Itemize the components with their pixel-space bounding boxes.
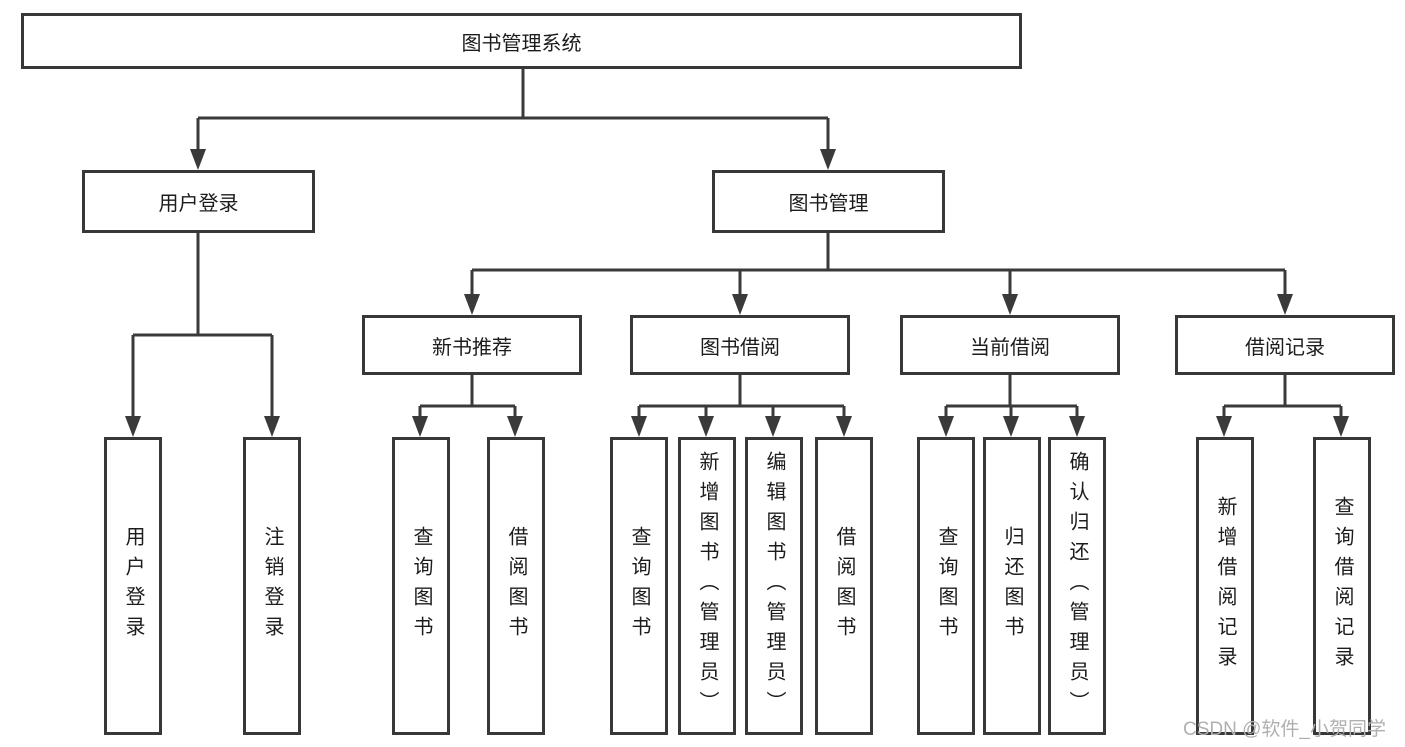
arrowhead-icon bbox=[464, 294, 480, 315]
leaf-add-borrow-record: 新增借阅记录 bbox=[1196, 437, 1254, 735]
node-label: 新增图书（管理员） bbox=[696, 451, 718, 721]
arrowhead-icon bbox=[732, 294, 748, 315]
node-label: 借阅记录 bbox=[1245, 336, 1325, 359]
leaf-borrow-books: 借阅图书 bbox=[487, 437, 545, 735]
node-label: 确认归还（管理员） bbox=[1066, 451, 1088, 721]
arrowhead-icon bbox=[190, 149, 206, 170]
arrowhead-icon bbox=[938, 416, 954, 437]
arrowhead-icon bbox=[125, 416, 141, 437]
node-current-borrowing: 当前借阅 bbox=[900, 315, 1120, 375]
node-new-book-recommend: 新书推荐 bbox=[362, 315, 582, 375]
arrowhead-icon bbox=[631, 416, 647, 437]
leaf-edit-books-admin: 编辑图书（管理员） bbox=[745, 437, 803, 735]
node-label: 查询借阅记录 bbox=[1331, 496, 1353, 676]
arrowhead-icon bbox=[836, 416, 852, 437]
watermark: CSDN @软件_小贺同学 bbox=[1183, 719, 1386, 740]
arrowheads bbox=[125, 149, 1349, 437]
leaf-return-books: 归还图书 bbox=[983, 437, 1041, 735]
node-label: 归还图书 bbox=[1001, 526, 1023, 646]
leaf-borrow-books: 借阅图书 bbox=[815, 437, 873, 735]
node-root: 图书管理系统 bbox=[21, 13, 1022, 69]
node-label: 借阅图书 bbox=[833, 526, 855, 646]
leaf-query-books: 查询图书 bbox=[917, 437, 975, 735]
node-label: 新书推荐 bbox=[432, 336, 512, 359]
leaf-user-login: 用户登录 bbox=[104, 437, 162, 735]
leaf-query-books: 查询图书 bbox=[610, 437, 668, 735]
node-label: 用户登录 bbox=[158, 193, 239, 215]
node-label: 当前借阅 bbox=[970, 336, 1050, 359]
node-borrowing-records: 借阅记录 bbox=[1175, 315, 1395, 375]
arrowhead-icon bbox=[1069, 416, 1085, 437]
node-label: 查询图书 bbox=[935, 526, 957, 646]
node-book-borrowing: 图书借阅 bbox=[630, 315, 850, 375]
arrowhead-icon bbox=[507, 416, 523, 437]
arrowhead-icon bbox=[412, 416, 428, 437]
node-label: 查询图书 bbox=[628, 526, 650, 646]
arrowhead-icon bbox=[765, 416, 781, 437]
arrowhead-icon bbox=[1216, 416, 1232, 437]
node-label: 图书管理系统 bbox=[461, 32, 582, 55]
leaf-query-borrow-record: 查询借阅记录 bbox=[1313, 437, 1371, 735]
arrowhead-icon bbox=[264, 416, 280, 437]
node-label: 用户登录 bbox=[122, 526, 144, 646]
arrowhead-icon bbox=[1003, 416, 1019, 437]
leaf-logout: 注销登录 bbox=[243, 437, 301, 735]
node-book-management: 图书管理 bbox=[712, 170, 945, 233]
arrowhead-icon bbox=[698, 416, 714, 437]
arrowhead-icon bbox=[1277, 294, 1293, 315]
arrowhead-icon bbox=[1333, 416, 1349, 437]
arrowhead-icon bbox=[1002, 294, 1018, 315]
arrowhead-icon bbox=[820, 149, 836, 170]
connector-path bbox=[131, 69, 1343, 419]
node-label: 借阅图书 bbox=[505, 526, 527, 646]
node-label: 新增借阅记录 bbox=[1214, 496, 1236, 676]
leaf-query-books: 查询图书 bbox=[392, 437, 450, 735]
node-label: 图书管理 bbox=[788, 193, 869, 215]
node-user-login: 用户登录 bbox=[82, 170, 315, 233]
node-label: 注销登录 bbox=[261, 526, 283, 646]
node-label: 编辑图书（管理员） bbox=[763, 451, 785, 721]
node-label: 查询图书 bbox=[410, 526, 432, 646]
node-label: 图书借阅 bbox=[700, 336, 780, 359]
leaf-add-books-admin: 新增图书（管理员） bbox=[678, 437, 736, 735]
leaf-confirm-return-admin: 确认归还（管理员） bbox=[1048, 437, 1106, 735]
